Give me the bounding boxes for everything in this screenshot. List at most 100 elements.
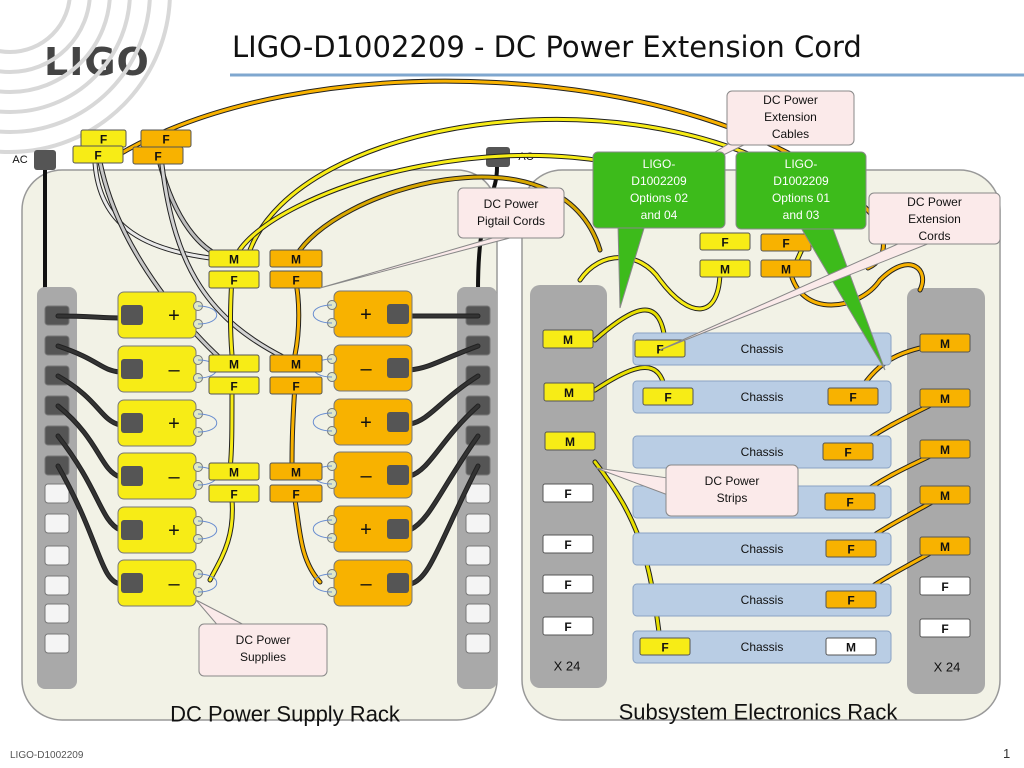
chassis-right-connector-5 <box>825 590 877 609</box>
strip-right-m-2-label: M <box>940 443 950 457</box>
pair-f-left-2 <box>208 484 260 503</box>
psu-ac-r2 <box>408 344 480 372</box>
psu-polarity-11: – <box>360 573 372 595</box>
pair-m-right-1-label: M <box>291 358 301 372</box>
psu-jumper-8 <box>312 412 333 432</box>
footer-doc-id: LIGO-D1002209 <box>10 750 84 761</box>
dc-power-supply-0 <box>117 291 197 339</box>
psu-jumper-6 <box>312 304 333 324</box>
chassis-label-6: Chassis <box>741 640 784 654</box>
psu-ac-inlet-3 <box>121 466 143 486</box>
psu-ac-l2 <box>56 344 122 374</box>
psu-ac-inlet-11 <box>387 573 409 593</box>
psu-polarity-10: + <box>360 519 372 541</box>
callout-options-01-03-box <box>735 151 867 230</box>
psu-ac-l4 <box>56 404 122 479</box>
psu-jumper-0 <box>197 305 218 325</box>
top-f-connector-3 <box>72 145 124 164</box>
pair-f-left-0 <box>208 270 260 289</box>
cable-f3 <box>98 160 222 360</box>
pigtail-sub-1 <box>578 256 722 311</box>
pigtail-r2 <box>293 498 322 584</box>
psu-jumper-4 <box>197 520 218 540</box>
strip-left-f-1 <box>542 534 594 554</box>
callout-extension-cords-box <box>868 192 1001 245</box>
pair-f-right-2-label: F <box>292 488 299 502</box>
strip-left-f-2-label: F <box>564 578 571 592</box>
strip-right-m-3-label: M <box>940 489 950 503</box>
outlet-left-10 <box>44 603 70 624</box>
psu-jumper-2 <box>197 413 218 433</box>
ac-plug-left <box>34 150 56 170</box>
rack-count-right: X 24 <box>934 660 961 675</box>
top-f-connector-4-label: F <box>154 150 161 164</box>
pair-f-right-0-label: F <box>292 274 299 288</box>
slide-title: LIGO-D1002209 - DC Power Extension Cord <box>232 30 862 64</box>
pair-f-right-1 <box>269 376 323 395</box>
strip-right-m-2 <box>919 439 971 459</box>
dc-power-supply-3 <box>117 452 197 500</box>
outlet-left-11 <box>44 633 70 654</box>
logo-arc-0 <box>0 0 72 54</box>
psu-ac-r4 <box>408 404 480 478</box>
callout-pigtail-cords-box <box>457 187 565 239</box>
chassis-right-connector-1 <box>827 387 879 406</box>
top-f-connector-4 <box>132 146 184 165</box>
psu-ac-l3 <box>56 374 122 427</box>
strip-right-m-1-label: M <box>940 392 950 406</box>
pigtail-l0 <box>229 275 234 357</box>
strip-left-m-1-label: M <box>563 333 573 347</box>
logo-arc-5 <box>0 0 172 154</box>
psu-polarity-5: – <box>168 573 180 595</box>
callout-power-strips-box <box>665 464 799 517</box>
psu-polarity-3: – <box>168 466 180 488</box>
dc-power-supply-1 <box>117 345 197 393</box>
outlet-right-9 <box>465 575 491 596</box>
psu-ac-r5 <box>408 434 480 532</box>
psu-polarity-0: + <box>168 305 180 327</box>
strip-chassis-1 <box>593 308 667 342</box>
chassis-right-connector-6-label: M <box>846 641 856 655</box>
outlet-right-10 <box>465 603 491 624</box>
pair-m-right-2-label: M <box>291 466 301 480</box>
outlet-left-8 <box>44 545 70 566</box>
strip-left-f-2 <box>542 574 594 594</box>
chassis-label-4: Chassis <box>741 542 784 556</box>
psu-polarity-7: – <box>360 358 372 380</box>
dc-power-supply-9 <box>333 451 413 499</box>
psu-ac-inlet-6 <box>387 304 409 324</box>
cable-f1-gray <box>93 161 212 260</box>
top-f-connector-3-label: F <box>94 149 101 163</box>
dc-power-supply-8 <box>333 398 413 446</box>
pair-m-left-2-label: M <box>229 466 239 480</box>
pair-f-right-2 <box>269 484 323 503</box>
psu-ac-l5 <box>56 434 122 532</box>
strip-left-m-3-label: M <box>565 435 575 449</box>
psu-polarity-6: + <box>360 304 372 326</box>
chassis-1 <box>632 380 892 414</box>
dc-power-supply-rack-label: DC Power Supply Rack <box>170 702 401 727</box>
psu-polarity-9: – <box>360 465 372 487</box>
psu-ac-inlet-5 <box>121 573 143 593</box>
psu-ac-inlet-9 <box>387 465 409 485</box>
pair-m-left-0-label: M <box>229 253 239 267</box>
ac-label-left: AC <box>12 154 27 166</box>
psu-ac-r6 <box>408 464 480 586</box>
strip-right-m-4-label: M <box>940 540 950 554</box>
sub-top-m-orange <box>760 259 812 278</box>
pair-m-right-2 <box>269 462 323 481</box>
strip-left-m-2-label: M <box>564 386 574 400</box>
callout-options-02-04-box <box>592 151 726 229</box>
chassis-0 <box>632 332 892 366</box>
sub-top-f-yellow-label: F <box>721 236 728 250</box>
sub-top-m-orange-label: M <box>781 263 791 277</box>
psu-polarity-4: + <box>168 520 180 542</box>
chassis-right-connector-2 <box>822 442 874 461</box>
strip-left-f-0 <box>542 483 594 503</box>
psu-ac-inlet-8 <box>387 412 409 432</box>
strip-left-f-3 <box>542 616 594 636</box>
